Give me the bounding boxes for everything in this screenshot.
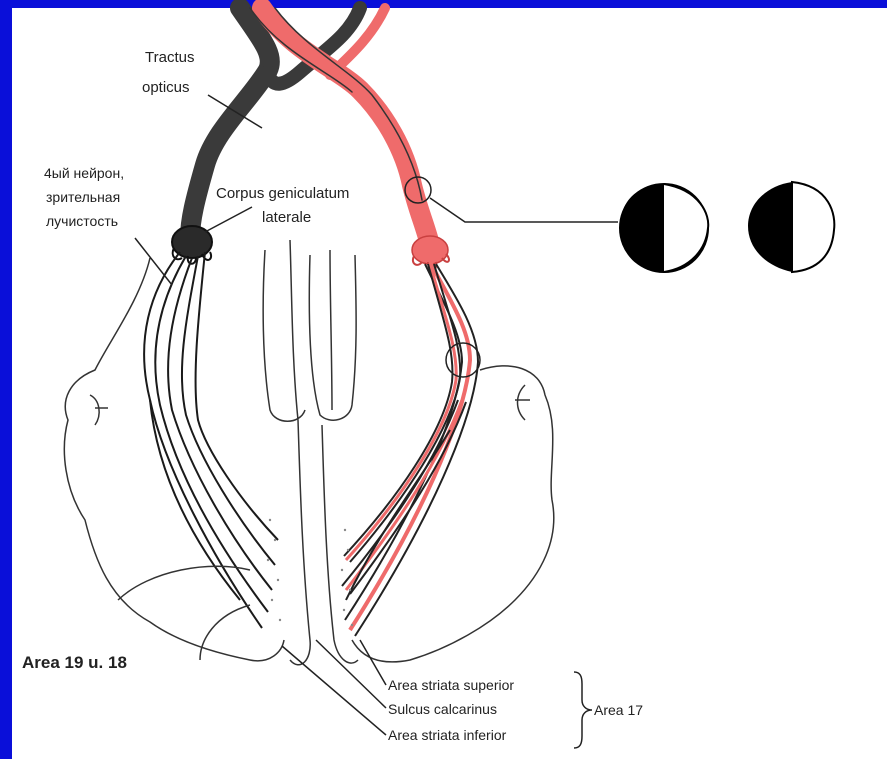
left-tract-dark-band [190, 8, 270, 238]
label-area-striata-superior: Area striata superior [388, 677, 514, 693]
label-area-17: Area 17 [594, 702, 643, 718]
left-optic-tract [190, 8, 360, 238]
brain-outline [64, 240, 553, 665]
visual-field-right-eye [748, 182, 834, 272]
visual-field-left-eye [620, 184, 708, 272]
label-area-19-18: Area 19 u. 18 [22, 653, 127, 672]
label-corpus-line1: Corpus geniculatum [216, 185, 349, 202]
label-corpus-line2: laterale [262, 209, 311, 226]
leader-to-visual-field [430, 198, 618, 222]
label-neuron-line1: 4ый нейрон, [44, 165, 124, 181]
label-neuron-line2: зрительная [46, 189, 120, 205]
left-optic-radiation [144, 252, 278, 628]
leader-corpus [205, 207, 252, 232]
leader-neuron [135, 238, 172, 285]
label-neuron-line3: лучистость [46, 213, 118, 229]
label-tractus-line2: opticus [142, 79, 190, 96]
cortex-stipple [267, 519, 353, 626]
leader-superior [360, 640, 386, 685]
area-17-brace [574, 672, 592, 748]
right-optic-radiation [342, 262, 478, 636]
leader-sulcus [316, 640, 386, 708]
label-tractus-line1: Tractus [145, 49, 194, 66]
label-sulcus-calcarinus: Sulcus calcarinus [388, 701, 497, 717]
label-area-striata-inferior: Area striata inferior [388, 727, 507, 743]
